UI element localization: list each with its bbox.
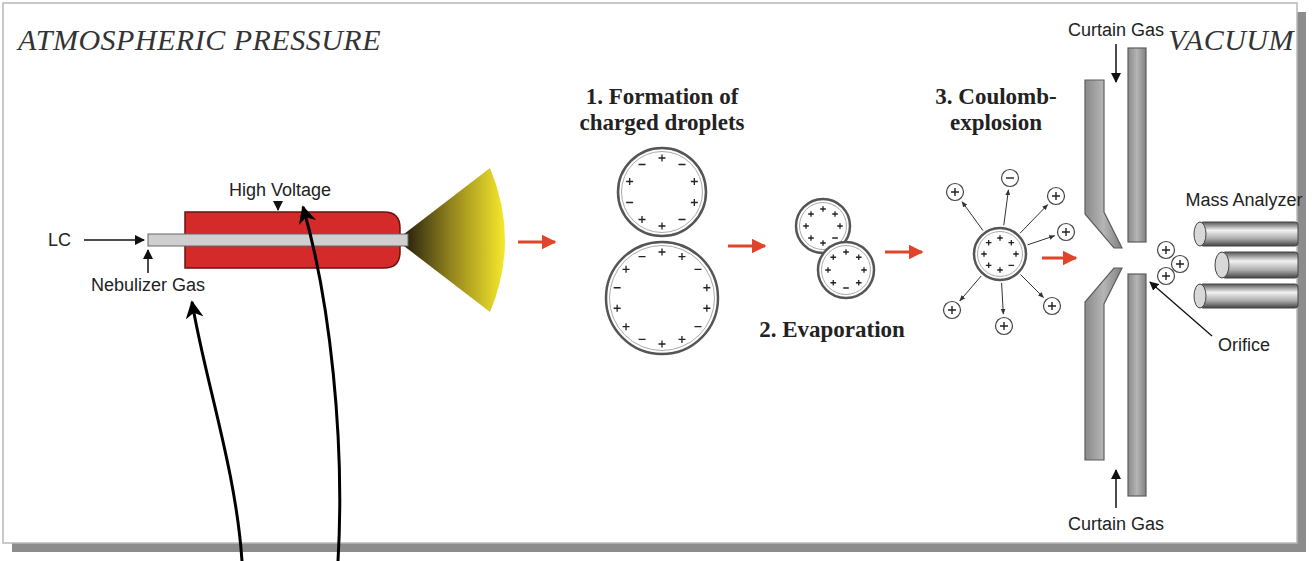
part-label: Mass Analyzer: [1185, 190, 1302, 211]
rod: [1200, 222, 1298, 246]
ion-trajectory: [962, 202, 983, 231]
stage-title: 2. Evaporation: [759, 317, 905, 343]
orifice-plate: [1128, 48, 1146, 242]
charged-droplet: [974, 228, 1026, 280]
rod: [1222, 252, 1298, 278]
process-arrow: [518, 241, 555, 244]
orifice-plate: [1128, 274, 1146, 496]
ion-charge: [1162, 272, 1170, 280]
charged-droplet: [606, 242, 718, 354]
charge-signs: [803, 206, 843, 246]
ion-circle: [1158, 242, 1175, 259]
stage-title: 3. Coulomb-explosion: [921, 84, 1071, 137]
droplet-inner-ring: [622, 152, 703, 233]
rod-end: [1215, 252, 1229, 278]
part-label: LC: [48, 230, 71, 251]
quadrupole-rods: [1194, 222, 1298, 308]
charged-droplet: [818, 242, 874, 298]
ion-circle: [1048, 188, 1065, 205]
frame: [3, 3, 1297, 543]
droplet-inner-ring: [822, 246, 871, 295]
charged-droplet: [618, 148, 706, 236]
curtain-plate: [1085, 268, 1122, 460]
part-label: High Voltage: [229, 180, 331, 201]
ion-circle: [1058, 224, 1075, 241]
droplet-outline: [974, 228, 1026, 280]
ion-charge: [1000, 322, 1008, 330]
process-arrow: [1042, 257, 1076, 260]
ion-charge: [1162, 246, 1170, 254]
part-label: Orifice: [1218, 335, 1270, 356]
charge-signs: [825, 249, 867, 288]
spray-plume: [404, 168, 505, 312]
droplet-outline: [618, 148, 706, 236]
ion: [996, 318, 1013, 335]
ion-circle: [1002, 170, 1019, 187]
orifice-leader: [1150, 282, 1212, 336]
voltage-arrow: [277, 201, 279, 210]
ion-charge: [948, 306, 956, 314]
ion-charge: [1062, 228, 1070, 236]
ion: [1158, 268, 1175, 285]
ion: [1048, 188, 1065, 205]
rod-end: [1194, 284, 1206, 308]
droplet-outline: [606, 242, 718, 354]
ion-charge: [1048, 302, 1056, 310]
part-label: Nebulizer Gas: [91, 275, 205, 296]
ion: [1044, 298, 1061, 315]
ion-charge: [1052, 192, 1060, 200]
callout-arrow: [192, 302, 242, 561]
curtain-plates: [1085, 48, 1146, 496]
ion-charge: [951, 188, 959, 196]
nebulizer-arrow: [147, 250, 149, 273]
ion: [1002, 170, 1019, 187]
region-label: VACUUM: [1168, 23, 1294, 57]
ion-circle: [947, 184, 964, 201]
process-arrow: [885, 251, 922, 254]
gas-arrow: [1115, 470, 1117, 508]
lc-arrow: [84, 239, 144, 241]
droplet-inner-ring: [978, 232, 1023, 277]
region-label: ATMOSPHERIC PRESSURE: [18, 23, 381, 57]
charge-signs: [981, 235, 1019, 273]
curtain-plate: [1085, 80, 1122, 248]
ion: [1172, 256, 1189, 273]
ion-trajectory: [1004, 190, 1009, 225]
gas-arrow: [1115, 44, 1117, 82]
process-arrow: [728, 245, 765, 248]
droplet-outline: [818, 242, 874, 298]
part-label: Curtain Gas: [1068, 20, 1164, 41]
ion-circle: [1158, 268, 1175, 285]
stage-title: 1. Formation of charged droplets: [562, 84, 762, 137]
ion: [1058, 224, 1075, 241]
droplet-inner-ring: [610, 246, 715, 351]
ion: [947, 184, 964, 201]
charge-signs: [626, 155, 698, 230]
ion: [944, 302, 961, 319]
ion-circle: [1172, 256, 1189, 273]
droplets: [606, 148, 1026, 354]
ion-circle: [996, 318, 1013, 335]
charge-signs: [614, 249, 711, 348]
capillary-tube: [148, 234, 408, 246]
ions: [944, 170, 1189, 335]
rod: [1200, 284, 1298, 308]
callout-arrow: [303, 207, 340, 561]
rod-end: [1194, 222, 1206, 246]
ion-charge: [1176, 260, 1184, 268]
ion: [1158, 242, 1175, 259]
ion-trajectory: [1021, 275, 1044, 298]
ion-trajectory: [1002, 283, 1004, 314]
part-label: Curtain Gas: [1068, 514, 1164, 535]
ion-circle: [944, 302, 961, 319]
ion-trajectory: [960, 276, 981, 301]
ion-trajectory: [1028, 236, 1055, 245]
ion-circle: [1044, 298, 1061, 315]
ion-charge: [1006, 177, 1014, 178]
ion-trajectory: [1020, 205, 1048, 234]
